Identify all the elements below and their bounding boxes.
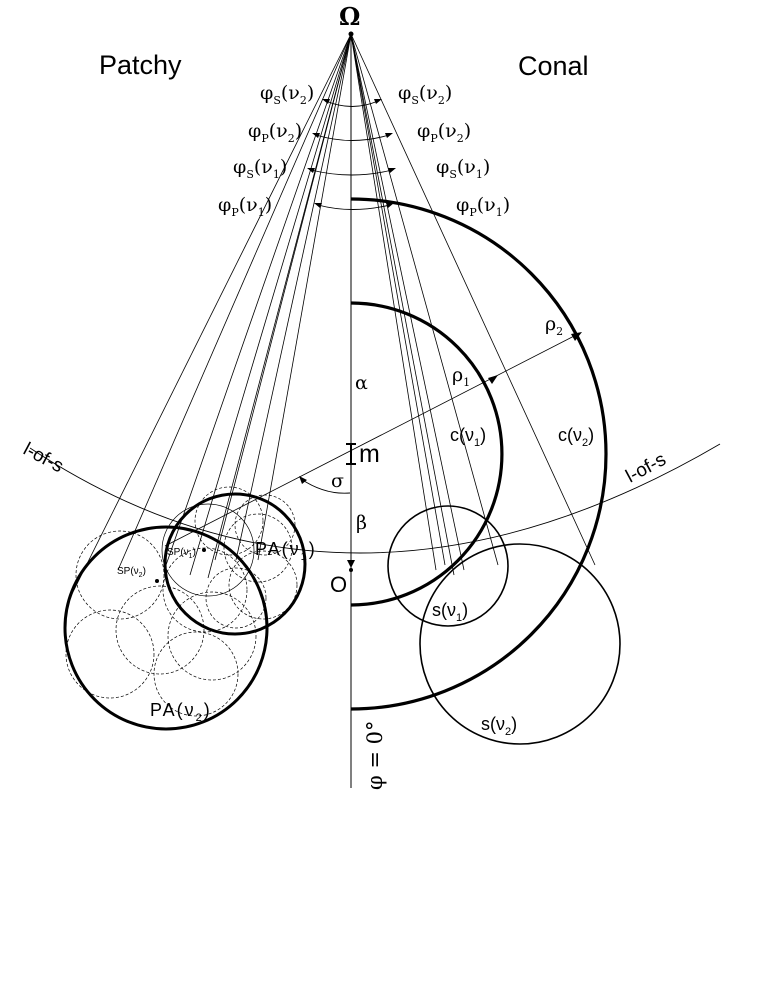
spot-label-s2: s(ν2) — [481, 714, 517, 738]
angle-arcs — [310, 100, 393, 210]
angle-label-left-3: φS(ν1) — [233, 156, 287, 181]
patch-label-sp2: SP(ν2) — [117, 566, 146, 579]
rho1-arrowhead — [488, 375, 498, 384]
patchy-title: Patchy — [99, 50, 182, 80]
line-of-sight-label-left: l-of-s — [20, 439, 67, 477]
phi-zero-label: φ = 0° — [363, 720, 387, 790]
angle-label-left-1: φS(ν2) — [260, 82, 314, 107]
angle-label-right-3: φS(ν1) — [436, 156, 490, 181]
angle-label-left-2: φP(ν2) — [248, 120, 302, 145]
conal-title: Conal — [518, 51, 589, 81]
patch-label-pa1: PA(ν1) — [255, 539, 317, 563]
patch-circle-pa1 — [163, 492, 307, 636]
subpatch-circles — [65, 486, 298, 717]
angle-label-right-4: φP(ν1) — [456, 194, 510, 219]
angle-labels-left: φS(ν2) φP(ν2) φS(ν1) φP(ν1) — [218, 82, 314, 219]
spot-circle-s2 — [419, 543, 621, 745]
patchy-rays — [68, 33, 352, 601]
conal-rays — [350, 33, 596, 576]
patch-label-sp1: SP(ν1) — [167, 547, 196, 560]
line-of-sight-label-right: l-of-s — [622, 449, 669, 487]
subpatch-circles-solid — [161, 503, 255, 597]
o-point — [349, 568, 353, 572]
angle-label-right-1: φS(ν2) — [398, 82, 452, 107]
beta-arrowhead — [347, 560, 355, 568]
o-label: O — [330, 572, 347, 597]
m-label: m — [359, 440, 380, 468]
cone-label-c1: c(ν1) — [450, 425, 486, 449]
radial-line-sigma — [164, 332, 581, 547]
sp2-point — [155, 579, 159, 583]
cone-label-c2: c(ν2) — [558, 425, 594, 449]
beta-label: β — [356, 512, 367, 534]
sigma-arrowhead — [299, 476, 307, 484]
cone-ring-outer — [350, 197, 608, 711]
line-of-sight-arc — [29, 443, 721, 554]
rho2-arrowhead — [571, 332, 582, 341]
rho2-label: ρ2 — [545, 313, 563, 338]
omega-label: Ω — [339, 2, 360, 31]
m-marker — [346, 443, 356, 465]
angle-label-left-4: φP(ν1) — [218, 194, 272, 219]
patch-label-pa2: PA(ν2) — [150, 700, 212, 724]
cone-ring-inner — [350, 301, 504, 607]
rho1-label: ρ1 — [452, 364, 470, 389]
sp1-point — [202, 548, 206, 552]
alpha-label: α — [355, 372, 368, 394]
spot-circle-s1 — [387, 505, 509, 627]
angle-labels-right: φS(ν2) φP(ν2) φS(ν1) φP(ν1) — [398, 82, 510, 219]
angle-arc-arrowheads — [307, 99, 396, 208]
angle-label-right-2: φP(ν2) — [417, 120, 471, 145]
sigma-label: σ — [331, 470, 344, 492]
patch-circle-pa2 — [63, 525, 269, 731]
spot-label-s1: s(ν1) — [432, 600, 468, 624]
